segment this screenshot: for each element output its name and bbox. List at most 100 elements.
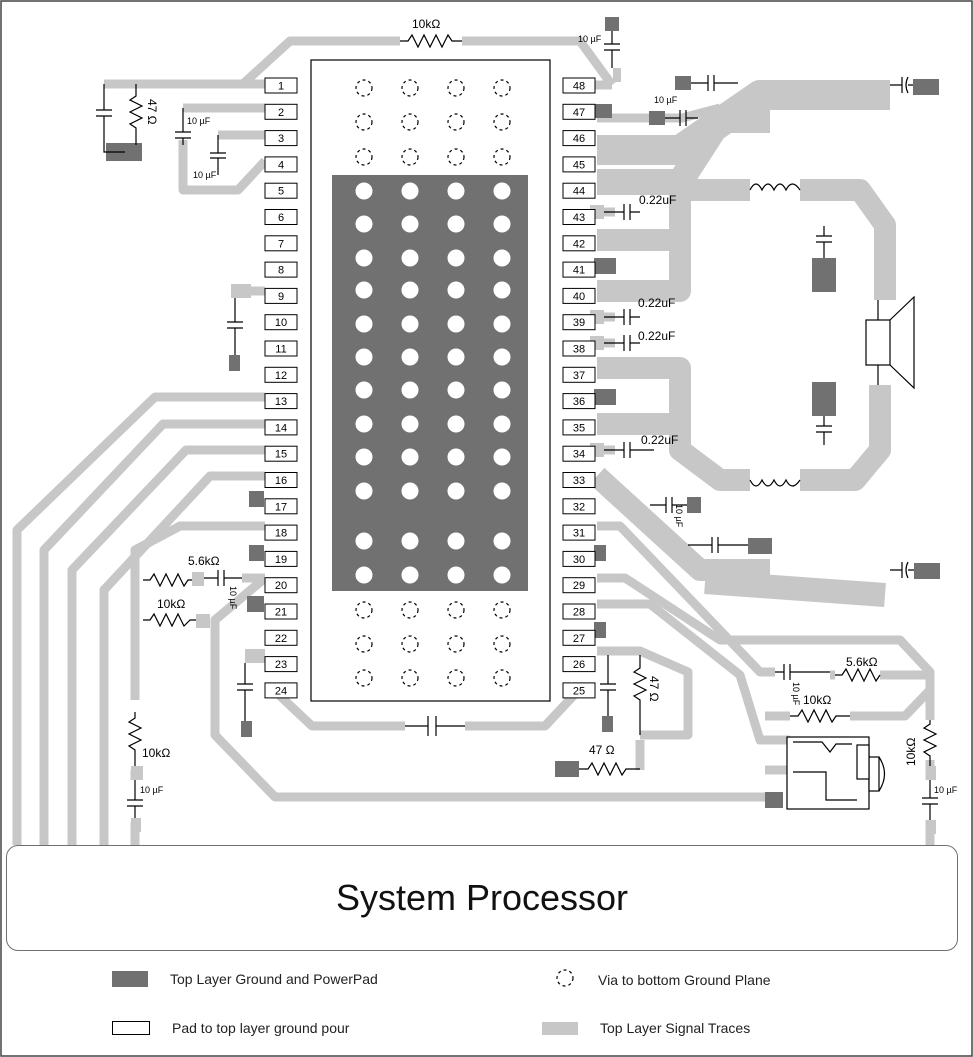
resistor-r25 xyxy=(579,761,640,777)
capacitor-filter-bottom xyxy=(816,416,832,445)
label-r21: 10kΩ xyxy=(157,597,185,611)
via-array xyxy=(355,79,511,687)
headphone-jack xyxy=(786,736,886,810)
thermal-via xyxy=(447,448,465,466)
pin-37: 37 xyxy=(562,366,596,383)
capacitor-c38 xyxy=(604,335,640,351)
thermal-via xyxy=(355,415,373,433)
cap-top-right2 xyxy=(905,76,913,94)
thermal-via xyxy=(355,249,373,267)
legend-via-icon xyxy=(556,969,574,987)
pin-42: 42 xyxy=(562,235,596,252)
label-c-pin4: 10 µF xyxy=(193,170,217,180)
pin-26: 26 xyxy=(562,656,596,673)
legend-ground-label: Top Layer Ground and PowerPad xyxy=(170,971,378,987)
ground-via xyxy=(493,635,511,653)
thermal-via xyxy=(493,532,511,550)
pin-31: 31 xyxy=(562,524,596,541)
thermal-via xyxy=(447,482,465,500)
ground-via xyxy=(355,113,373,131)
pin-label: 24 xyxy=(275,685,287,697)
pin-label: 20 xyxy=(275,580,287,592)
label-r25: 47 Ω xyxy=(589,743,615,757)
pin-2: 2 xyxy=(264,103,298,120)
pin-48: 48 xyxy=(562,77,596,94)
cap-top-right xyxy=(890,77,903,93)
pin-10: 10 xyxy=(264,314,298,331)
label-r-right: 10kΩ xyxy=(904,738,918,766)
component-symbols xyxy=(96,31,938,820)
thermal-via xyxy=(493,482,511,500)
thermal-via xyxy=(493,381,511,399)
ground-via xyxy=(447,79,465,97)
pin-label: 42 xyxy=(573,238,585,250)
pin-label: 25 xyxy=(573,685,585,697)
pin-label: 41 xyxy=(573,265,585,277)
pin-3: 3 xyxy=(264,130,298,147)
thermal-via xyxy=(401,415,419,433)
pin-label: 12 xyxy=(275,370,287,382)
resistor-r26 xyxy=(632,655,648,735)
pin-label: 39 xyxy=(573,317,585,329)
pin-12: 12 xyxy=(264,366,298,383)
pin-label: 16 xyxy=(275,475,287,487)
label-r26: 47 Ω xyxy=(647,676,661,702)
legend-trace-label: Top Layer Signal Traces xyxy=(600,1020,751,1036)
pin-label: 3 xyxy=(278,133,284,145)
pin-label: 17 xyxy=(275,501,287,513)
pin-label: 36 xyxy=(573,396,585,408)
pin-label: 4 xyxy=(278,159,284,171)
thermal-via xyxy=(401,348,419,366)
thermal-via xyxy=(401,532,419,550)
capacitor-pin9 xyxy=(227,298,243,355)
pin-label: 26 xyxy=(573,659,585,671)
label-c20: 10 µF xyxy=(228,586,238,610)
pin-label: 1 xyxy=(278,81,284,93)
legend-ground: Top Layer Ground and PowerPad xyxy=(112,971,378,987)
thermal-via xyxy=(447,532,465,550)
pin-7: 7 xyxy=(264,235,298,252)
pin-13: 13 xyxy=(264,393,298,410)
pin-33: 33 xyxy=(562,472,596,488)
label-r-hp1: 5.6kΩ xyxy=(846,655,878,669)
pin-label: 28 xyxy=(573,607,585,619)
ground-via xyxy=(401,601,419,619)
pin-47: 47 xyxy=(562,103,596,120)
pin-label: 43 xyxy=(573,212,585,224)
pin-label: 14 xyxy=(275,422,287,434)
ground-via xyxy=(355,635,373,653)
capacitor-pin4 xyxy=(210,135,226,175)
pin-34: 34 xyxy=(562,445,596,462)
ground-via xyxy=(355,148,373,166)
thermal-via xyxy=(401,182,419,200)
pin-28: 28 xyxy=(562,603,596,620)
ground-via xyxy=(447,669,465,687)
legend-trace-swatch xyxy=(542,1021,578,1035)
thermal-via xyxy=(493,448,511,466)
legend-pad-label: Pad to top layer ground pour xyxy=(172,1020,350,1036)
ground-via xyxy=(493,669,511,687)
label-c38: 0.22uF xyxy=(638,329,675,343)
speaker-body xyxy=(865,319,891,366)
capacitor-pin2 xyxy=(175,108,191,145)
pin-pads: 1234567891011121314151617181920212223244… xyxy=(264,77,596,699)
capacitor-c39 xyxy=(604,309,640,325)
pin-label: 34 xyxy=(573,449,585,461)
ground-via xyxy=(447,148,465,166)
legend-ground-swatch xyxy=(112,971,148,987)
pin-9: 9 xyxy=(264,287,298,304)
legend-pad: Pad to top layer ground pour xyxy=(112,1020,349,1036)
ground-via xyxy=(493,113,511,131)
thermal-via xyxy=(355,566,373,584)
pin-44: 44 xyxy=(562,182,596,199)
pin-30: 30 xyxy=(562,550,596,567)
pin-21: 21 xyxy=(264,603,298,620)
inductor-top xyxy=(749,183,801,192)
pin-label: 31 xyxy=(573,528,585,540)
pin-label: 18 xyxy=(275,528,287,540)
thermal-via xyxy=(447,281,465,299)
pin-24: 24 xyxy=(264,682,298,699)
thermal-via xyxy=(493,566,511,584)
pin-label: 32 xyxy=(573,501,585,513)
